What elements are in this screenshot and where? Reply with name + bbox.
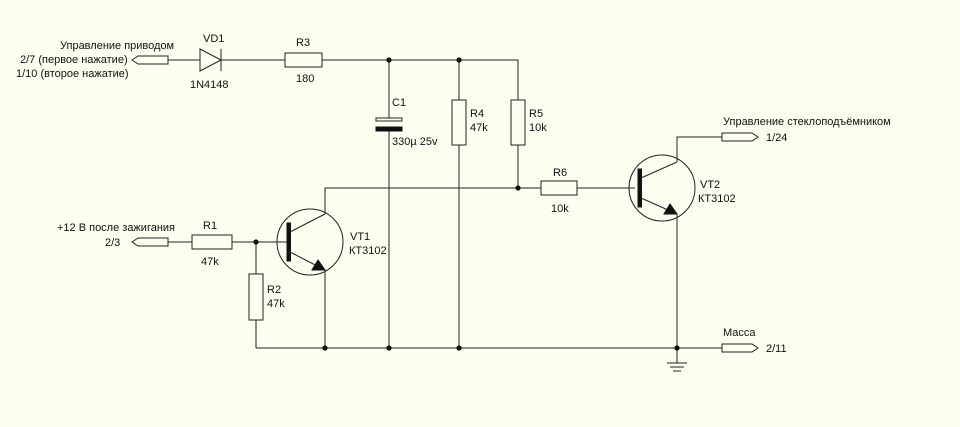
component-ref: VT1: [350, 231, 370, 243]
connector-drive-control: Управление приводом 2/7 (первое нажатие)…: [16, 40, 174, 80]
component-ref: C1: [392, 97, 406, 109]
resistor-body: [510, 99, 526, 146]
ground-symbol: [667, 362, 687, 372]
emitter-arrow: [311, 259, 326, 271]
component-ref: VT2: [700, 179, 720, 191]
connector-title: Масса: [723, 327, 756, 339]
resistor-body: [540, 180, 578, 196]
junction-dot: [674, 345, 680, 351]
connector-title: Управление стеклоподъёмником: [723, 116, 891, 128]
junction-dot: [386, 345, 392, 351]
wire-collector-line: [324, 187, 635, 214]
capacitor-plate-positive: [375, 117, 403, 122]
connector-pin: 2/3: [105, 237, 120, 249]
resistor-body: [284, 52, 323, 68]
junction-dot: [456, 57, 462, 63]
junction-dot: [322, 345, 328, 351]
transistor-vt1: VT1 КТ3102: [276, 208, 387, 276]
component-ref: R3: [296, 37, 310, 49]
transistor-collector: [640, 161, 678, 179]
resistor-r5: R5 10k: [510, 99, 547, 146]
junction-dot: [386, 57, 392, 63]
resistor-r1: R1 47k: [191, 220, 233, 268]
component-ref: R2: [267, 284, 281, 296]
component-ref: R6: [553, 167, 567, 179]
emitter-arrow: [663, 203, 678, 215]
capacitor-plate-negative: [375, 126, 403, 132]
connector-window-control: Управление стеклоподъёмником 1/24: [721, 116, 891, 144]
component-value: 10k: [529, 122, 547, 134]
component-value: КТ3102: [698, 193, 736, 205]
connector-ground: Масса 2/11: [721, 327, 787, 355]
connector-arrow: [721, 132, 759, 142]
component-value: 47k: [470, 122, 488, 134]
resistor-body: [248, 273, 264, 321]
component-value: 47k: [267, 298, 285, 310]
transistor-vt2: VT2 КТ3102: [628, 154, 736, 222]
connector-title: +12 В после зажигания: [57, 222, 175, 234]
connector-arrow: [131, 237, 169, 247]
connector-pin-first: 2/7 (первое нажатие): [20, 54, 128, 66]
junction-dot: [456, 345, 462, 351]
component-value: 330µ 25v: [392, 136, 438, 148]
connector-pin-second: 1/10 (второе нажатие): [16, 68, 129, 80]
junction-dot: [515, 185, 521, 191]
diode-vd1: VD1 1N4148: [190, 33, 229, 91]
component-value: 1N4148: [190, 79, 229, 91]
junction-dot: [253, 239, 259, 245]
component-value: 180: [296, 73, 314, 85]
connector-pin: 1/24: [766, 132, 787, 144]
connector-ignition: +12 В после зажигания 2/3: [57, 222, 175, 249]
junctions: [253, 57, 680, 351]
capacitor-c1: C1 330µ 25v: [375, 97, 438, 148]
transistor-collector: [289, 213, 326, 233]
component-value: 10k: [551, 203, 569, 215]
resistor-body: [451, 99, 467, 146]
connector-pin: 2/11: [766, 343, 787, 355]
connector-arrow: [131, 55, 169, 65]
resistor-r4: R4 47k: [451, 99, 488, 146]
component-ref: R4: [470, 108, 484, 120]
connector-title: Управление приводом: [60, 40, 174, 52]
transistor-base-bar: [637, 168, 642, 208]
resistor-r3: R3 180: [284, 37, 323, 85]
component-ref: R1: [203, 220, 217, 232]
diode-symbol: [199, 48, 223, 72]
wire-vt2-collector: [676, 136, 722, 162]
resistor-r6: R6 10k: [540, 167, 578, 215]
connector-arrow: [721, 343, 759, 353]
component-ref: R5: [529, 108, 543, 120]
component-value: 47k: [201, 256, 219, 268]
transistor-body: [628, 154, 696, 222]
resistor-r2: R2 47k: [248, 273, 285, 321]
transistor-body: [276, 208, 344, 276]
component-value: КТ3102: [349, 245, 387, 257]
resistor-body: [191, 234, 233, 250]
transistor-base-bar: [286, 222, 291, 262]
component-ref: VD1: [203, 33, 224, 45]
